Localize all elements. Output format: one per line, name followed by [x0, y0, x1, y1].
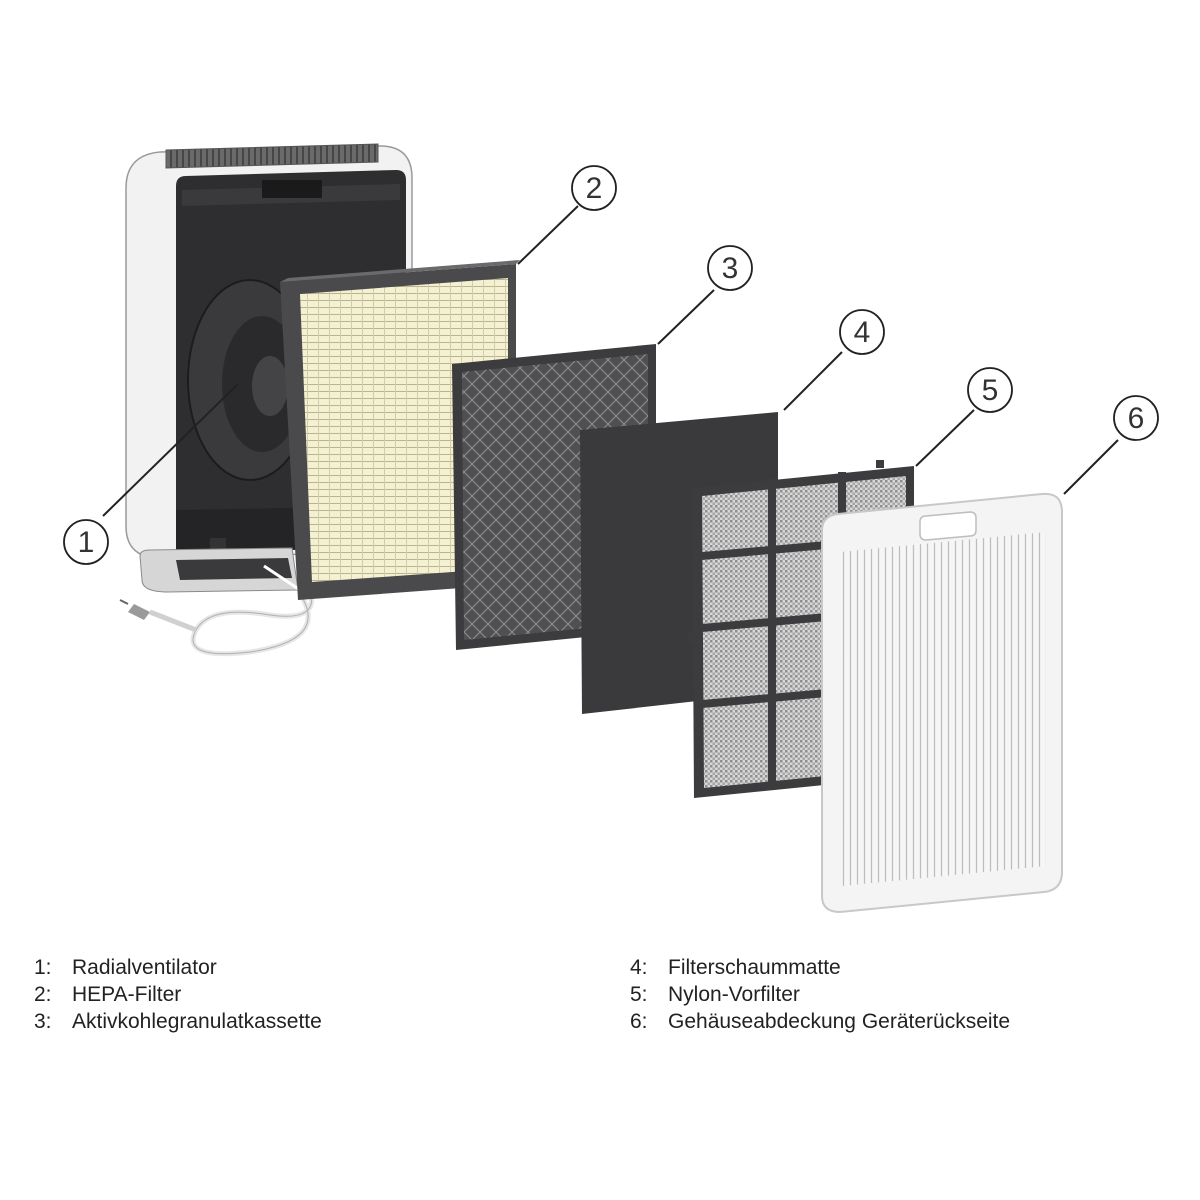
legend-item-1-label: Radialventilator — [72, 956, 217, 979]
legend-item-6: 6: Gehäuseabdeckung Geräterückseite — [630, 1008, 1010, 1035]
callout-3: 3 — [707, 245, 753, 291]
legend-item-2-label: HEPA-Filter — [72, 983, 182, 1006]
legend-item-3-num: 3: — [34, 1010, 52, 1033]
legend-item-1-num: 1: — [34, 956, 52, 979]
callout-2: 2 — [571, 165, 617, 211]
callout-6-label: 6 — [1128, 402, 1145, 435]
callout-1-label: 1 — [78, 526, 95, 559]
legend-item-1: 1: Radialventilator — [34, 954, 322, 981]
legend-item-5-label: Nylon-Vorfilter — [668, 983, 800, 1006]
callout-4: 4 — [839, 309, 885, 355]
legend-item-4: 4: Filterschaummatte — [630, 954, 1010, 981]
legend-item-6-label: Gehäuseabdeckung Geräterückseite — [668, 1010, 1011, 1033]
rear-cover — [821, 492, 1063, 914]
legend-item-2: 2: HEPA-Filter — [34, 981, 322, 1008]
legend-item-3-label: Aktivkohlegranulatkassette — [72, 1010, 322, 1033]
callout-3-label: 3 — [722, 252, 739, 285]
callout-5: 5 — [967, 367, 1013, 413]
legend-left-column: 1: Radialventilator 2: HEPA-Filter 3: Ak… — [34, 954, 322, 1035]
callout-4-label: 4 — [854, 316, 871, 349]
legend-item-4-num: 4: — [630, 956, 648, 979]
leader-lines — [102, 205, 1119, 517]
callout-1: 1 — [63, 519, 109, 565]
legend-item-5: 5: Nylon-Vorfilter — [630, 981, 1010, 1008]
callout-6: 6 — [1113, 395, 1159, 441]
power-cord — [119, 589, 314, 657]
callout-5-label: 5 — [982, 374, 999, 407]
legend-item-2-num: 2: — [34, 983, 52, 1006]
legend-item-5-num: 5: — [630, 983, 648, 1006]
legend-item-4-label: Filterschaummatte — [668, 956, 841, 979]
legend-item-6-num: 6: — [630, 1010, 648, 1033]
legend-item-3: 3: Aktivkohlegranulatkassette — [34, 1008, 322, 1035]
callout-2-label: 2 — [586, 172, 603, 205]
legend-right-column: 4: Filterschaummatte 5: Nylon-Vorfilter … — [630, 954, 1010, 1035]
